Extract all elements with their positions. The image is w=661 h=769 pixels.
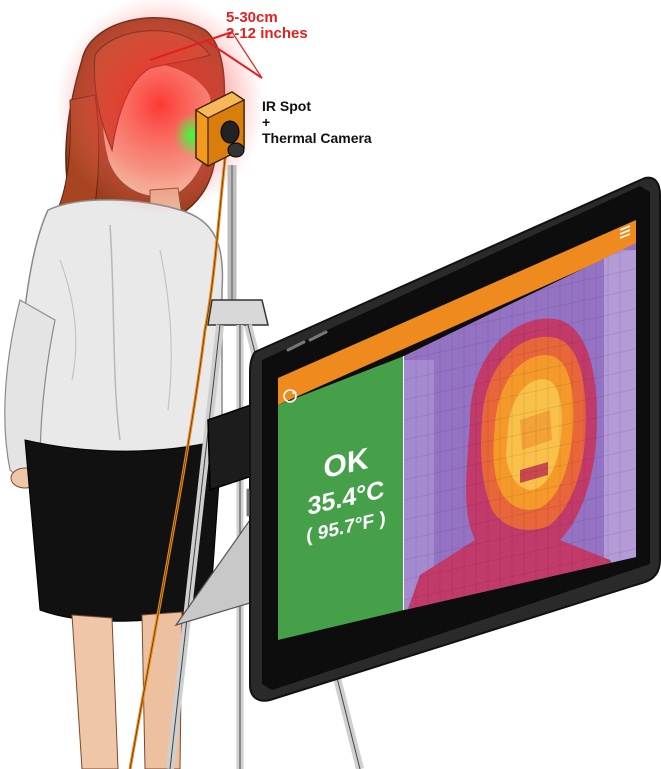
distance-inches: 2-12 inches bbox=[226, 26, 308, 42]
distance-label: 5-30cm 2-12 inches bbox=[226, 10, 308, 42]
sensor-label: IR Spot + Thermal Camera bbox=[262, 98, 372, 146]
distance-cm: 5-30cm bbox=[226, 10, 308, 26]
sensor-line-thermal-camera: Thermal Camera bbox=[262, 130, 372, 146]
sensor-line-plus: + bbox=[262, 114, 372, 130]
tablet-device bbox=[248, 178, 660, 701]
sensor-line-ir-spot: IR Spot bbox=[262, 98, 372, 114]
